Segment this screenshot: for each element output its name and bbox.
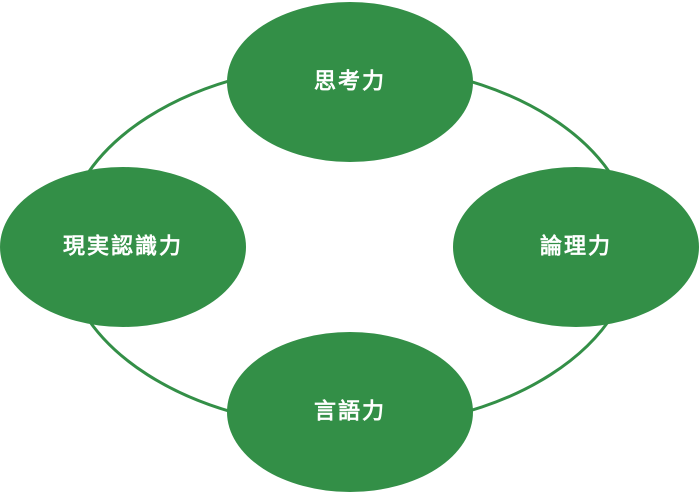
node-right: 論理力: [453, 167, 699, 327]
node-top-label: 思考力: [314, 70, 386, 95]
node-left: 現実認識力: [0, 167, 246, 327]
node-top-shape: [227, 2, 473, 162]
node-top: 思考力: [227, 2, 473, 162]
node-left-shape: [0, 167, 246, 327]
node-bottom-label: 言語力: [314, 399, 386, 425]
node-right-shape: [453, 167, 699, 327]
node-right-label: 論理力: [540, 234, 612, 260]
node-bottom-shape: [227, 332, 473, 492]
node-left-label: 現実認識力: [63, 234, 183, 260]
node-bottom: 言語力: [227, 332, 473, 492]
